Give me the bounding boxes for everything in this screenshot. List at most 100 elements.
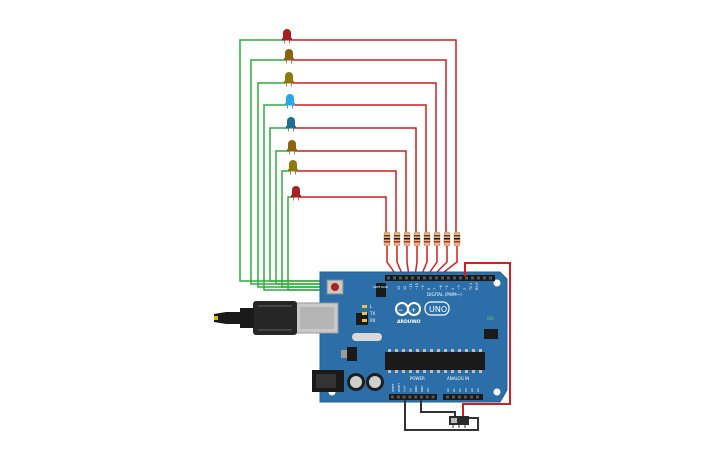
resistor[interactable] (393, 231, 401, 247)
regulator (347, 347, 357, 361)
header-pin[interactable] (477, 276, 480, 280)
header-pin[interactable] (465, 276, 468, 280)
power-header (389, 394, 437, 400)
usb-cable[interactable] (214, 301, 297, 335)
led-signal-wire (296, 170, 397, 232)
digital-pin-label: ~11 (409, 283, 413, 290)
svg-text:−: − (398, 307, 403, 314)
arduino-brand: ARDUINO (397, 319, 421, 325)
led-ground-wire (250, 59, 385, 285)
header-pin[interactable] (471, 276, 474, 280)
digital-pin-label: TX 1 (469, 283, 473, 291)
reset-button[interactable] (326, 279, 344, 295)
slide-switch[interactable] (449, 416, 469, 428)
ground-wires (239, 39, 385, 291)
header-pin[interactable] (435, 276, 438, 280)
header-pin[interactable] (453, 276, 456, 280)
header-pin[interactable] (417, 276, 420, 280)
power-pin-label: Vin (426, 387, 430, 392)
header-pin[interactable] (411, 276, 414, 280)
analog-pin[interactable] (458, 395, 461, 399)
header-pin[interactable] (447, 276, 450, 280)
mounting-hole (493, 388, 501, 396)
analog-header (443, 394, 483, 400)
power-pin[interactable] (408, 395, 412, 399)
header-pin[interactable] (441, 276, 444, 280)
header-pin[interactable] (483, 276, 486, 280)
usb-connector (295, 302, 339, 334)
resistor[interactable] (453, 231, 461, 247)
led-olive[interactable] (288, 160, 298, 175)
power-label: POWER (410, 376, 425, 381)
power-pin[interactable] (414, 395, 418, 399)
led-signal-wire (293, 104, 427, 232)
arduino-logo: − + (395, 302, 421, 316)
led-signal-wire (295, 150, 407, 232)
led-blue[interactable] (285, 94, 295, 109)
analog-pin-label: A2 (458, 388, 462, 392)
led-red[interactable] (282, 29, 292, 44)
digital-pin-label: 2 (463, 288, 467, 290)
power-pin[interactable] (420, 395, 423, 399)
digital-header (385, 275, 495, 281)
analog-pin[interactable] (464, 395, 467, 399)
power-pin-label: 5V (408, 388, 412, 392)
icsp-header (484, 329, 498, 339)
led-ground-wire (239, 39, 385, 282)
power-pin[interactable] (431, 395, 435, 399)
digital-pin-label: ~5 (445, 285, 449, 290)
header-pin[interactable] (405, 276, 408, 280)
analog-pin[interactable] (452, 395, 455, 399)
digital-pin-label: ~3 (457, 285, 461, 290)
led-brown[interactable] (287, 140, 297, 155)
power-pin-label: IOREF (391, 383, 395, 392)
digital-pin-label: ~10 (415, 283, 419, 290)
switch-wires (404, 262, 511, 431)
header-pin[interactable] (387, 276, 390, 280)
led-olive[interactable] (284, 72, 294, 87)
analog-pin-label: A0 (446, 388, 450, 392)
analog-pin-label: A5 (476, 388, 480, 392)
power-pin[interactable] (402, 395, 406, 399)
resistor[interactable] (403, 231, 411, 247)
led-ground-wire (257, 82, 385, 288)
analog-pin[interactable] (476, 395, 479, 399)
resistor[interactable] (383, 231, 391, 247)
digital-header-label: DIGITAL (PWM~) (427, 292, 462, 297)
header-pin[interactable] (489, 276, 492, 280)
led-signal-wire (292, 82, 437, 232)
analog-pin[interactable] (446, 395, 449, 399)
resistor[interactable] (423, 231, 431, 247)
analog-pin[interactable] (470, 395, 473, 399)
mounting-hole (493, 279, 501, 287)
resistor[interactable] (433, 231, 441, 247)
power-pin-label: RESET (397, 383, 401, 392)
atmega-chip (385, 349, 485, 373)
power-pin[interactable] (425, 395, 429, 399)
header-pin[interactable] (459, 276, 462, 280)
led-array (282, 29, 301, 201)
header-pin[interactable] (429, 276, 432, 280)
power-pin-label: GND (414, 386, 418, 392)
led-signal-wire (290, 39, 457, 232)
led-signal-wire (294, 127, 417, 232)
resistor-pin-wire (386, 246, 398, 277)
led-teal[interactable] (286, 117, 296, 132)
aref-label: AREF (373, 285, 381, 289)
led-red[interactable] (291, 186, 301, 201)
header-pin[interactable] (393, 276, 396, 280)
led-signal-wire (292, 59, 447, 232)
digital-pin-label: 7 (433, 288, 437, 290)
header-pin[interactable] (423, 276, 426, 280)
digital-pin-label: 4 (451, 288, 455, 290)
resistor[interactable] (443, 231, 451, 247)
resistor[interactable] (413, 231, 421, 247)
power-pin[interactable] (396, 395, 400, 399)
header-pin[interactable] (399, 276, 402, 280)
power-pin[interactable] (391, 395, 394, 399)
svg-text:UNO: UNO (429, 305, 447, 314)
led-brown[interactable] (284, 49, 294, 64)
uno-badge: UNO (424, 301, 450, 316)
